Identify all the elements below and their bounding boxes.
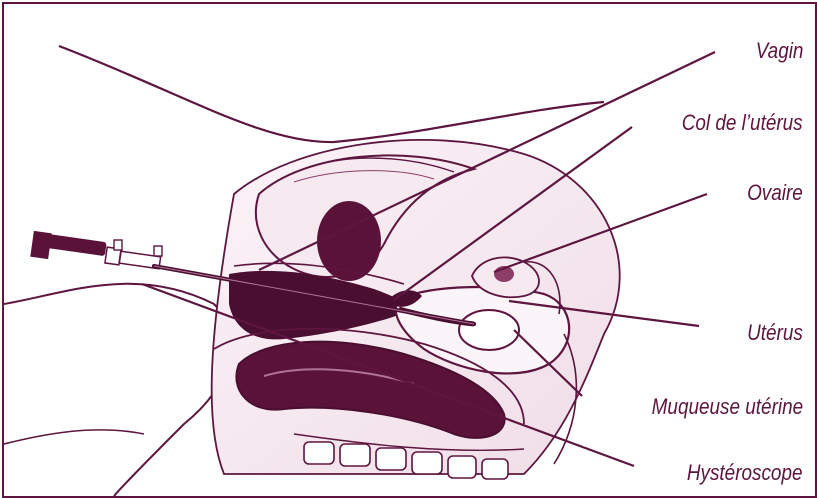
uterine-cavity [459, 310, 519, 350]
label-col-uterus: Col de l’utérus [682, 112, 803, 134]
anatomy-illustration [4, 4, 815, 496]
label-ovaire: Ovaire [747, 182, 803, 204]
label-muqueuse-uterine: Muqueuse utérine [652, 396, 803, 418]
buttock-outline [4, 430, 144, 444]
bladder-dark [317, 201, 381, 281]
label-hysteroscope: Hystéroscope [687, 462, 803, 484]
abdomen-outline [59, 46, 604, 142]
label-vagin: Vagin [755, 40, 803, 62]
thigh-outline [4, 284, 231, 496]
label-uterus: Utérus [747, 322, 803, 344]
